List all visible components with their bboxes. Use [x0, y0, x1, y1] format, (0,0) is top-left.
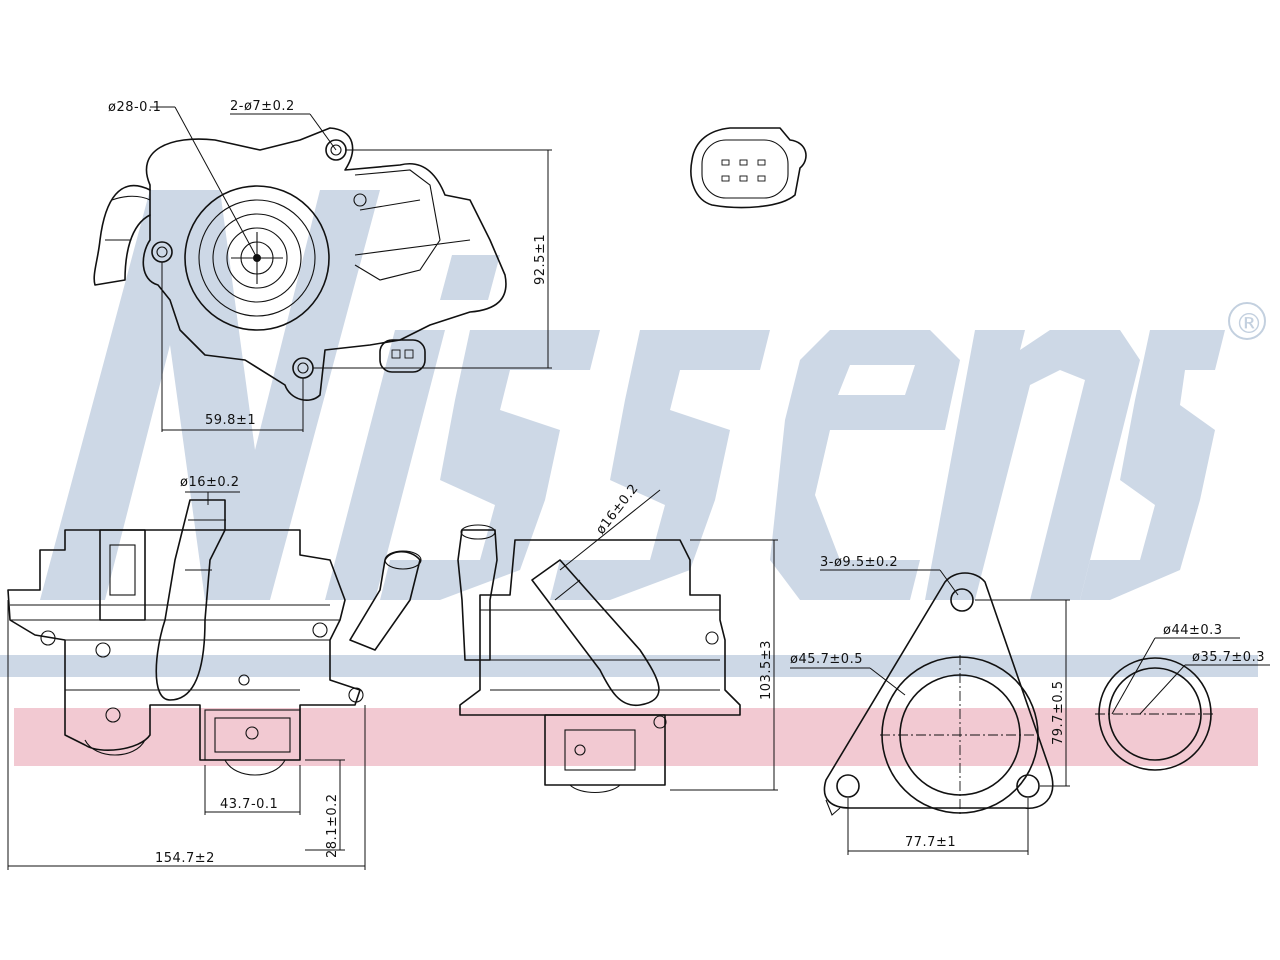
- flange-hole-2: [836, 774, 860, 798]
- top-height-label: 92.5±1: [533, 234, 548, 285]
- gasket-outer-label: ø44±0.3: [1163, 623, 1223, 638]
- front-view: ø16±0.2 43.7-0.1 28.1±0.2 154.7±2: [7, 475, 422, 870]
- flange-height-label: 79.7±0.5: [1051, 680, 1066, 745]
- blue-band: [0, 655, 1258, 677]
- front-flange-depth-label: 28.1±0.2: [325, 793, 340, 858]
- flange-holes-label: 3-ø9.5±0.2: [820, 555, 898, 570]
- top-view: ø28-0.1 2-ø7±0.2 92.5±1 59.8±1: [93, 99, 552, 432]
- front-flange-width-label: 43.7-0.1: [220, 797, 278, 812]
- flange-spacing-label: 77.7±1: [905, 835, 956, 850]
- gasket-inner-label: ø35.7±0.3: [1192, 650, 1265, 665]
- registered-circle: [1228, 302, 1266, 340]
- front-pipe-label: ø16±0.2: [180, 475, 240, 490]
- flange-hole-3: [1016, 774, 1040, 798]
- side-housing: [459, 539, 741, 716]
- brand-watermark: ®: [0, 190, 1266, 766]
- flange-bore-label: ø45.7±0.5: [790, 652, 863, 667]
- connector-detail: [690, 127, 807, 209]
- registered-mark: ®: [1235, 307, 1263, 340]
- top-bore-label: ø28-0.1: [108, 100, 161, 115]
- flange-hole-1: [950, 588, 974, 612]
- flange-outline: [823, 572, 1054, 810]
- nissens-logo: [40, 190, 1225, 600]
- side-flange: [544, 714, 666, 786]
- front-length-label: 154.7±2: [155, 851, 215, 866]
- top-body-outline: [142, 127, 507, 401]
- side-diagonal-pipe: [531, 559, 660, 706]
- top-spacing-label: 59.8±1: [205, 413, 256, 428]
- front-connector: [99, 529, 146, 621]
- side-height-label: 103.5±3: [759, 640, 774, 700]
- front-pipe: [155, 499, 226, 701]
- top-holes-label: 2-ø7±0.2: [230, 99, 295, 114]
- top-connector: [379, 339, 426, 373]
- front-housing: [7, 529, 361, 761]
- flange-view: 3-ø9.5±0.2 ø45.7±0.5 79.7±0.5 77.7±1: [790, 555, 1070, 855]
- side-inlet-pipe: [457, 529, 498, 661]
- side-pipe-label: ø16±0.2: [593, 481, 641, 537]
- actuator-outer: [184, 185, 330, 331]
- top-inlet-pipe: [93, 184, 151, 286]
- gasket-view: ø44±0.3 ø35.7±0.3: [1095, 623, 1270, 771]
- connector-body: [690, 127, 807, 209]
